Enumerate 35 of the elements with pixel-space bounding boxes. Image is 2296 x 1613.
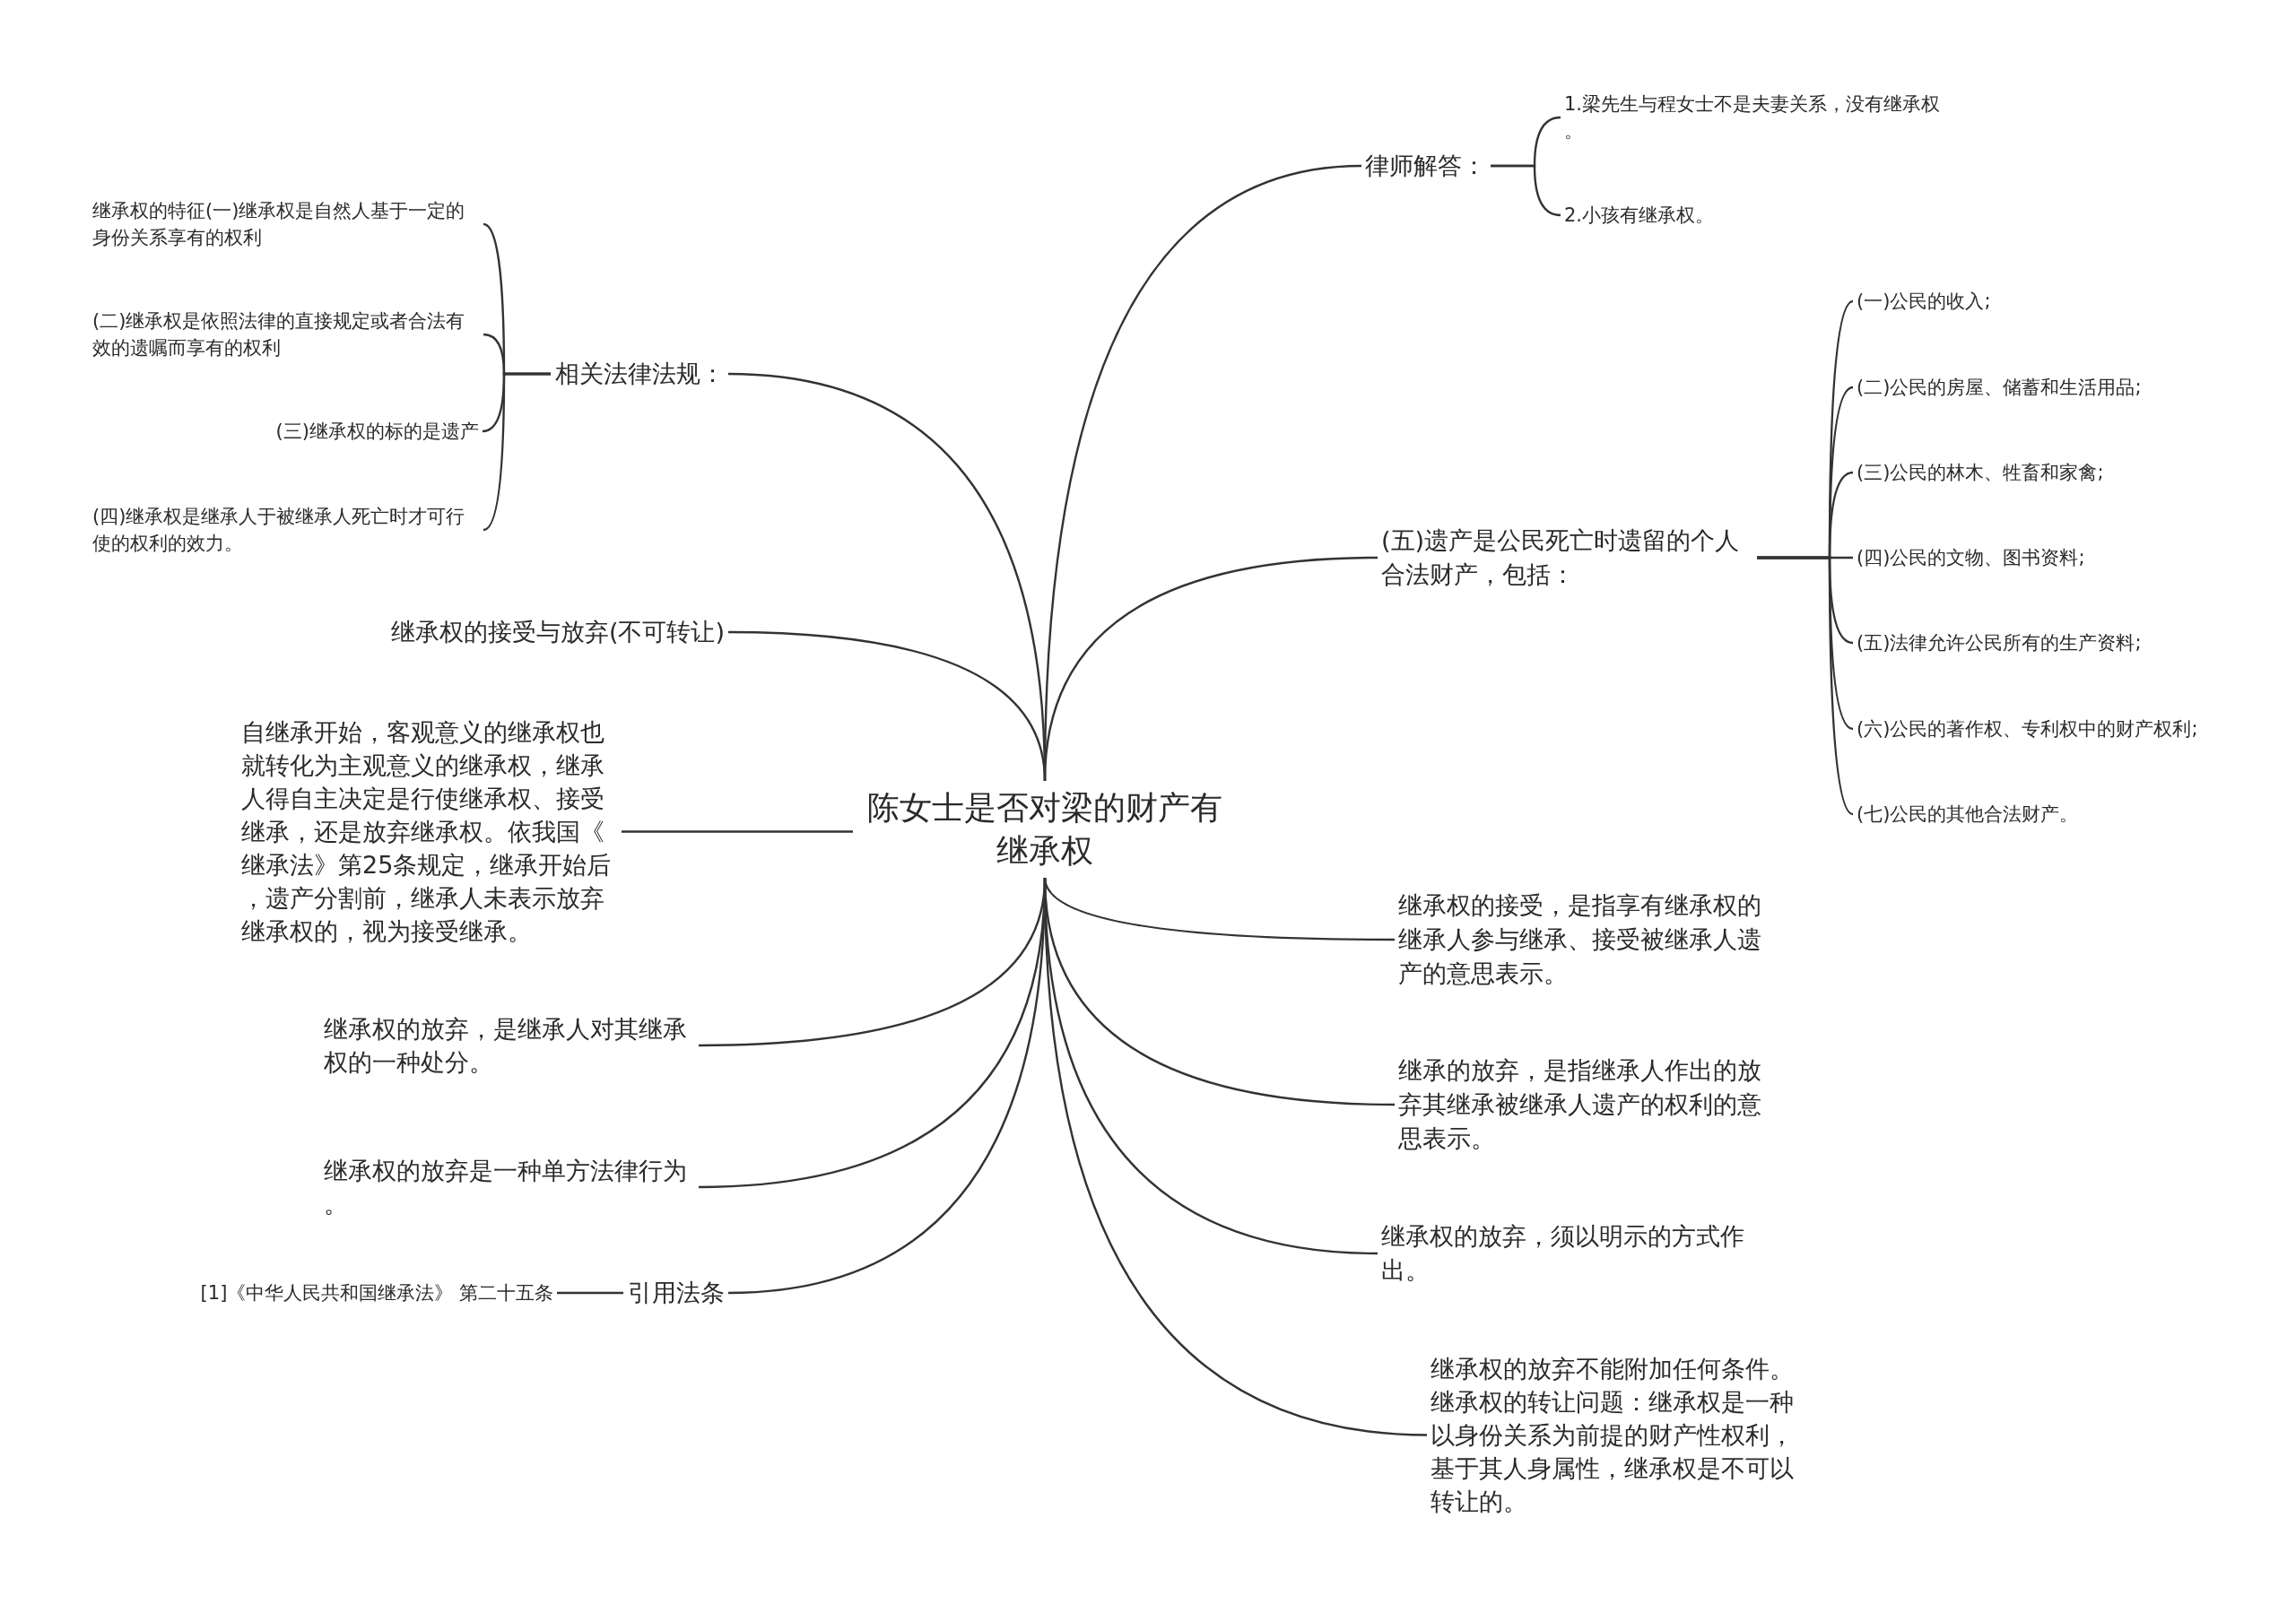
subtopic-text: (一)公民的收入;	[1857, 288, 1991, 315]
note-text: 自继承开始，客观意义的继承权也就转化为主观意义的继承权，继承人得自主决定是行使继承权、接受继承，还是放弃继承权。依我国《继承法》第25条规定，继承开始后，遗产分割前，继承人未表示放弃继承权的，视为接受继承。	[241, 715, 618, 948]
subtopic-text: (三)继承权的标的是遗产	[275, 418, 479, 445]
branch-line	[483, 372, 551, 532]
note-text: 继承权的放弃不能附加任何条件。继承权的转让问题：继承权是一种以身份关系为前提的财产性权利，基于其人身属性，继承权是不可以转让的。	[1431, 1352, 1802, 1518]
subtopic-text: (二)公民的房屋、储蓄和生活用品;	[1857, 374, 2142, 401]
subtopic-text: [1]《中华人民共和国继承法》 第二十五条	[200, 1279, 553, 1306]
topic-text: 继承的放弃，是指继承人作出的放弃其继承被继承人遗产的权利的意思表示。	[1398, 1054, 1770, 1156]
topic-text: 继承权的接受，是指享有继承权的继承人参与继承、接受被继承人遗产的意思表示。	[1398, 889, 1770, 991]
subtopic-text: (四)公民的文物、图书资料;	[1857, 544, 2085, 571]
branch-line	[1757, 556, 1854, 816]
topic-text: 继承权的放弃，须以明示的方式作出。	[1381, 1219, 1752, 1288]
subtopic-text: 1.梁先生与程女士不是夫妻关系，没有继承权。	[1564, 91, 1948, 144]
note-text: 继承权的放弃是一种单方法律行为。	[324, 1154, 695, 1220]
subtopic-text: (六)公民的著作权、专利权中的财产权利;	[1857, 715, 2198, 742]
branch-line	[727, 630, 1047, 782]
subtopic-text: (七)公民的其他合法财产。	[1857, 801, 2079, 828]
subtopic-text: 继承权的特征(一)继承权是自然人基于一定的身份关系享有的权利	[92, 197, 480, 251]
subtopic-text: (五)法律允许公民所有的生产资料;	[1857, 629, 2142, 656]
topic-text: (五)遗产是公民死亡时遗留的个人合法财产，包括：	[1381, 524, 1752, 592]
topic-text: 律师解答：	[1365, 149, 1486, 183]
topic-text: 引用法条	[628, 1276, 725, 1310]
branch-line	[557, 1291, 623, 1295]
central-topic: 陈女士是否对梁的财产有继承权	[857, 783, 1233, 876]
topic-text: 继承权的接受与放弃(不可转让)	[390, 615, 725, 649]
subtopic-text: 2.小孩有继承权。	[1564, 202, 1715, 229]
branch-line	[727, 877, 1047, 1295]
topic-text: 相关法律法规：	[555, 357, 725, 391]
subtopic-text: (四)继承权是继承人于被继承人死亡时才可行使的权利的效力。	[92, 503, 480, 557]
note-text: 继承权的放弃，是继承人对其继承权的一种处分。	[324, 1012, 695, 1079]
subtopic-text: (二)继承权是依照法律的直接规定或者合法有效的遗嘱而享有的权利	[92, 308, 480, 361]
branch-line	[1491, 164, 1561, 217]
branch-line	[1043, 877, 1395, 941]
subtopic-text: (三)公民的林木、牲畜和家禽;	[1857, 459, 2104, 486]
branch-line	[622, 830, 853, 833]
